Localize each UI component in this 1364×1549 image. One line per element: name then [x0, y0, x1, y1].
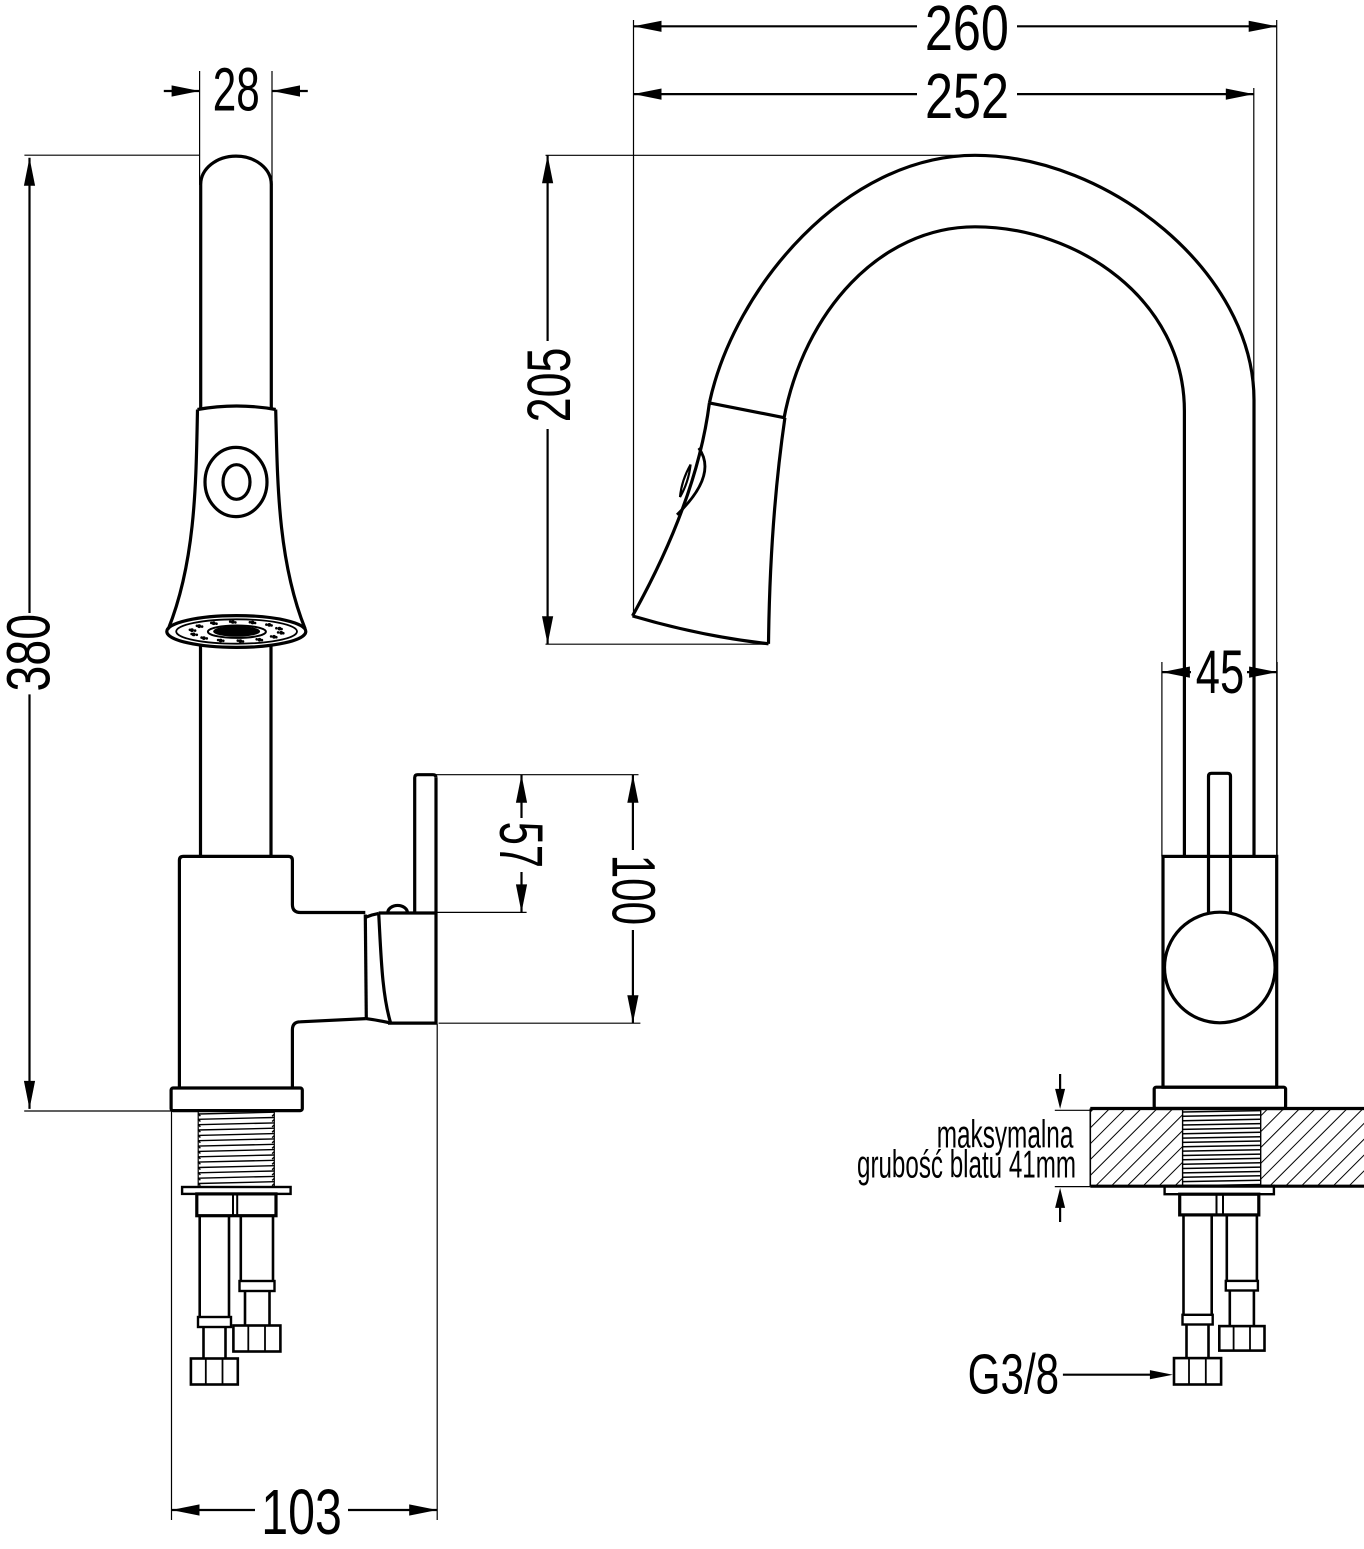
svg-text:252: 252 — [925, 60, 1009, 132]
svg-text:57: 57 — [487, 822, 555, 868]
svg-text:103: 103 — [261, 1476, 342, 1548]
svg-text:28: 28 — [213, 56, 260, 124]
svg-text:260: 260 — [925, 0, 1009, 64]
svg-text:G3/8: G3/8 — [968, 1343, 1060, 1407]
svg-text:100: 100 — [599, 855, 667, 926]
svg-text:380: 380 — [0, 614, 63, 692]
svg-text:205: 205 — [515, 348, 583, 423]
svg-text:maksymalna: maksymalna — [937, 1114, 1074, 1157]
svg-text:45: 45 — [1196, 638, 1244, 706]
svg-text:grubość blatu 41mm: grubość blatu 41mm — [857, 1143, 1076, 1186]
